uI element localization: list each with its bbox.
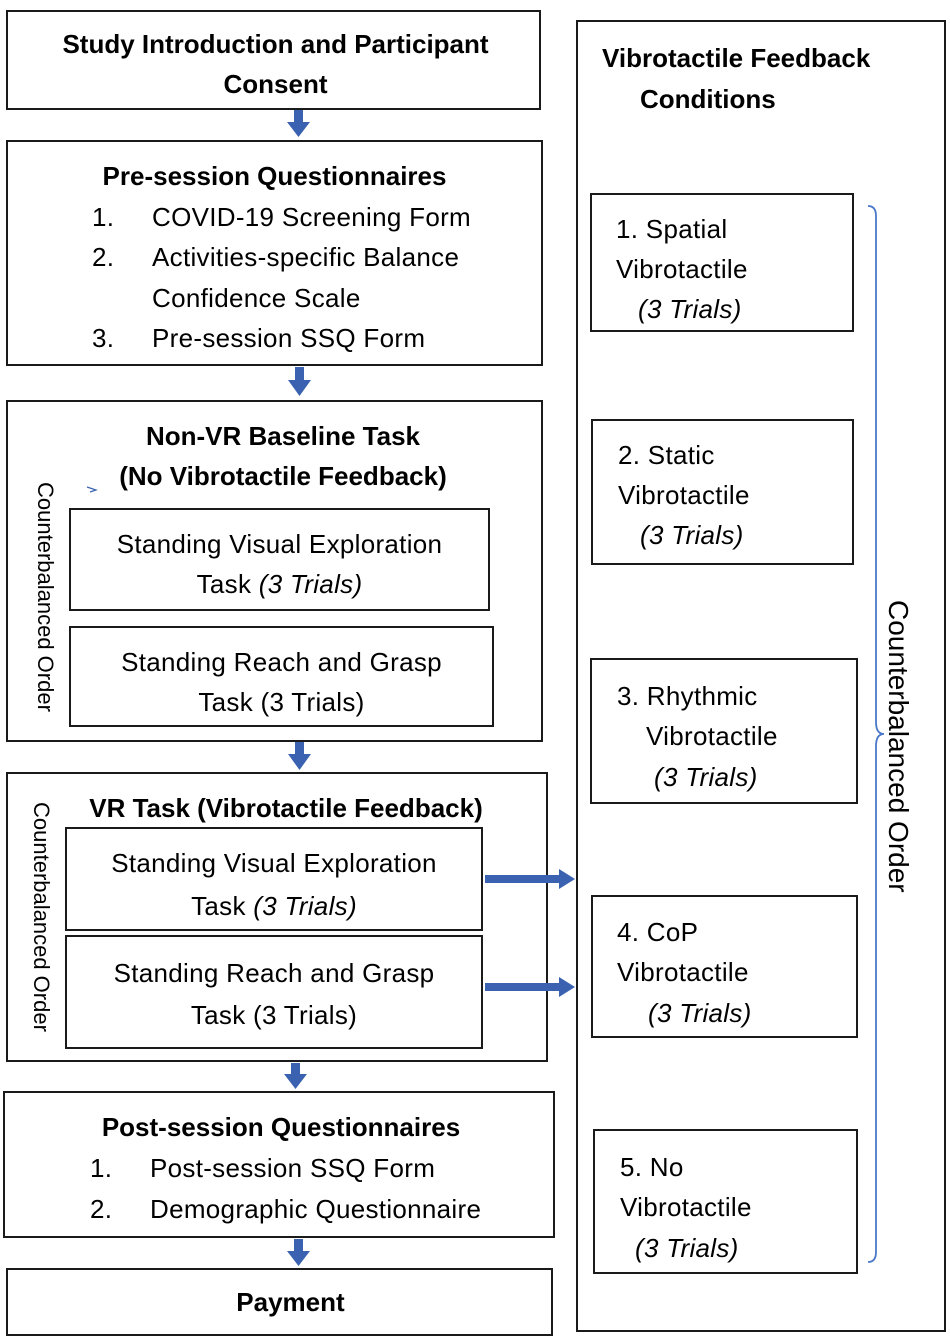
pre-item-3-num: 3. (92, 323, 115, 353)
nonvr-task-visual-line2: Task (3 Trials) (71, 564, 488, 604)
pre-item-2-text: Activities-specific Balance (152, 242, 460, 272)
arrow-visual-to-conditions (485, 869, 575, 889)
nonvr-task-reach: Standing Reach and Grasp Task (3 Trials) (69, 626, 494, 727)
nonvr-task-reach-line1: Standing Reach and Grasp (121, 647, 442, 677)
nonvr-task-visual: Standing Visual Exploration Task (3 Tria… (69, 508, 490, 611)
condition-3-trials: (3 Trials) (654, 762, 758, 792)
pre-item-2-num: 2. (92, 242, 115, 272)
vr-task-visual-task: Task (191, 891, 254, 921)
pre-item-3-text: Pre-session SSQ Form (152, 323, 426, 353)
payment-box: Payment (6, 1268, 553, 1336)
post-session-title: Post-session Questionnaires (101, 1112, 461, 1142)
arrow-pre-to-nonvr (288, 367, 311, 396)
condition-5-box: 5. No Vibrotactile (3 Trials) (593, 1129, 858, 1274)
condition-3-line2: Vibrotactile (646, 721, 778, 751)
vr-task-reach-line2: Task (3 Trials) (190, 1000, 358, 1030)
arrow-post-to-payment (287, 1239, 310, 1266)
post-session-box: Post-session Questionnaires 1. Post-sess… (3, 1091, 555, 1238)
stray-mark (86, 486, 98, 493)
pre-session-box: Pre-session Questionnaires 1. COVID-19 S… (6, 140, 543, 366)
conditions-title-line1: Vibrotactile Feedback (602, 43, 871, 73)
pre-item-1-text: COVID-19 Screening Form (152, 202, 472, 232)
nonvr-task-visual-task: Task (196, 569, 259, 599)
post-item-1-text: Post-session SSQ Form (150, 1153, 436, 1183)
vr-task-reach-line1: Standing Reach and Grasp (113, 958, 435, 988)
nonvr-task-visual-line1: Standing Visual Exploration (116, 529, 443, 559)
payment-title: Payment (236, 1287, 345, 1317)
condition-5-line1: 5. No (620, 1152, 684, 1182)
nonvr-subtitle: (No Vibrotactile Feedback) (119, 461, 447, 491)
condition-1-line1: 1. Spatial (616, 214, 728, 244)
condition-4-line2: Vibrotactile (617, 957, 749, 987)
condition-4-trials: (3 Trials) (648, 998, 752, 1028)
vr-title: VR Task (Vibrotactile Feedback) (89, 793, 483, 823)
arrow-intro-to-pre (287, 110, 310, 137)
condition-2-box: 2. Static Vibrotactile (3 Trials) (591, 419, 854, 565)
conditions-brace (867, 205, 885, 1263)
condition-2-trials: (3 Trials) (640, 520, 744, 550)
condition-5-line2: Vibrotactile (620, 1192, 752, 1222)
arrow-reach-to-conditions (485, 977, 575, 997)
intro-box: Study Introduction and Participant Conse… (6, 10, 541, 110)
arrow-nonvr-to-vr (288, 742, 311, 770)
conditions-title-line2: Conditions (640, 84, 776, 114)
pre-session-title: Pre-session Questionnaires (102, 161, 447, 191)
arrow-vr-to-post (284, 1063, 307, 1089)
nonvr-task-visual-trials: (3 Trials) (258, 569, 363, 599)
condition-3-line1: 3. Rhythmic (617, 681, 758, 711)
condition-5-trials: (3 Trials) (635, 1233, 739, 1263)
post-item-2-text: Demographic Questionnaire (150, 1194, 482, 1224)
nonvr-task-reach-line2: Task (3 Trials) (198, 687, 365, 717)
condition-4-box: 4. CoP Vibrotactile (3 Trials) (591, 895, 858, 1038)
condition-1-trials: (3 Trials) (638, 294, 742, 324)
condition-2-line1: 2. Static (618, 440, 715, 470)
post-item-2-num: 2. (90, 1194, 113, 1224)
condition-3-box: 3. Rhythmic Vibrotactile (3 Trials) (590, 658, 858, 804)
post-item-1-num: 1. (90, 1153, 113, 1183)
condition-2-line2: Vibrotactile (618, 480, 750, 510)
vr-task-reach: Standing Reach and Grasp Task (3 Trials) (65, 935, 483, 1049)
condition-4-line1: 4. CoP (617, 917, 699, 947)
vr-task-visual-trials: (3 Trials) (253, 891, 357, 921)
pre-item-2-text-cont: Confidence Scale (152, 283, 361, 313)
nonvr-title: Non-VR Baseline Task (145, 421, 421, 451)
pre-item-1-num: 1. (92, 202, 115, 232)
condition-1-line2: Vibrotactile (616, 254, 748, 284)
vr-task-visual: Standing Visual Exploration Task (3 Tria… (65, 827, 483, 931)
vr-task-visual-line2: Task (3 Trials) (67, 886, 481, 926)
condition-1-box: 1. Spatial Vibrotactile (3 Trials) (590, 193, 854, 332)
vr-task-visual-line1: Standing Visual Exploration (111, 848, 437, 878)
intro-title: Study Introduction and Participant Conse… (62, 29, 489, 99)
